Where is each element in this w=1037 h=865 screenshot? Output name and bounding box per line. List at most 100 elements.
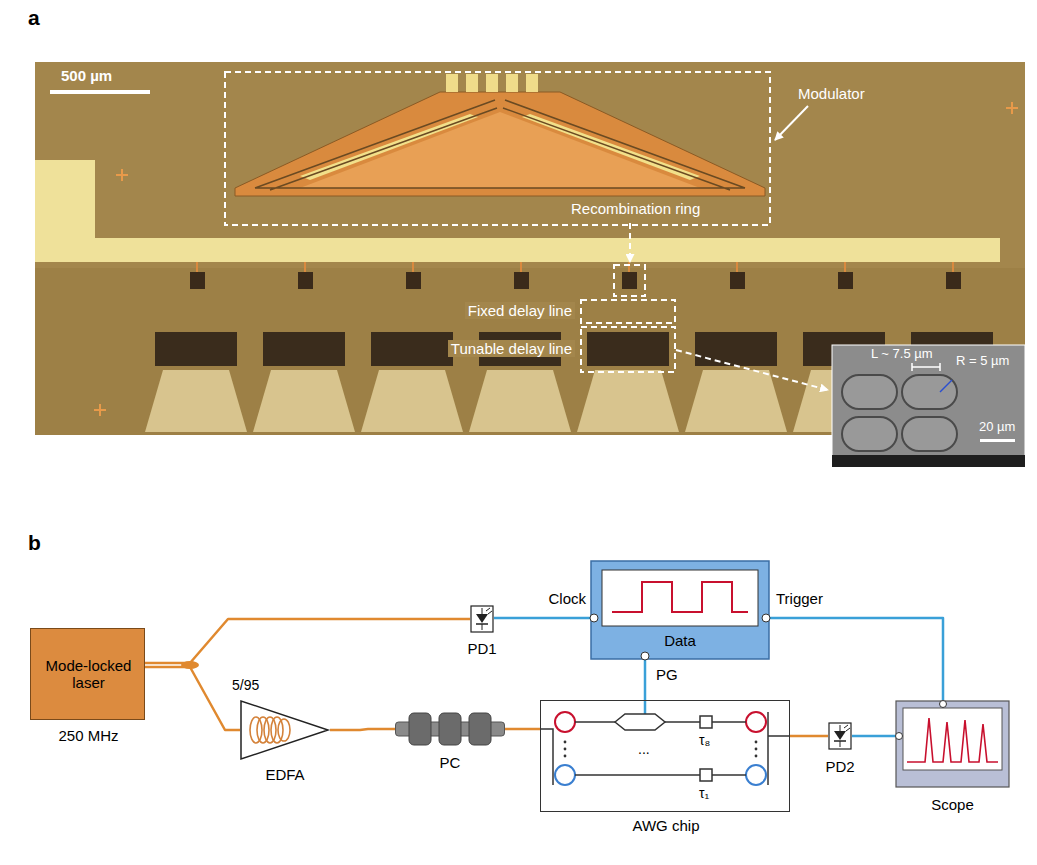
chip-circuit-part (540, 729, 553, 785)
device-units-part (838, 272, 853, 289)
pd-symbol-part (486, 608, 492, 614)
fiber-connector (145, 619, 470, 663)
callout-outlines (225, 72, 828, 390)
chip-circuit-part (746, 712, 766, 732)
chip-photo-part (506, 74, 518, 92)
scope-symbol-part (940, 701, 947, 708)
pd-symbol (470, 605, 494, 633)
tri-symbol-part (257, 717, 269, 743)
device-units-part (406, 272, 421, 289)
pd-symbol-part (840, 741, 841, 747)
device-label: Scope (895, 796, 1010, 813)
polarization-controller: PC (395, 712, 505, 746)
chip-circuit-part (755, 755, 758, 758)
pc-symbol-part (409, 713, 431, 745)
pd-symbol-part (482, 624, 483, 630)
scope-symbol-part (896, 733, 903, 740)
device-units-part (371, 332, 453, 366)
chip-circuit-part (755, 741, 758, 744)
pc-symbol (395, 712, 505, 746)
device-label: PC (395, 754, 505, 771)
device-units-part (695, 332, 777, 366)
callout-outlines-part (676, 350, 828, 390)
device-units-part (304, 262, 306, 272)
pc-symbol-part (469, 713, 491, 745)
scale-bar-part (50, 90, 150, 94)
device-label: PD2 (810, 758, 870, 775)
pg-symbol-part (602, 570, 758, 626)
callout-outlines-part (629, 223, 631, 262)
pg-symbol-part (591, 561, 769, 659)
sem-inset-part (842, 417, 897, 451)
sem-inset (832, 345, 1025, 467)
chip-photo-part (486, 74, 498, 92)
pd-symbol-part (844, 725, 850, 731)
signal-wire (494, 617, 590, 620)
sem-inset-part (940, 380, 952, 392)
device-units-part (730, 272, 745, 289)
device-label: Mode-locked laser (37, 657, 140, 692)
device-units-part (361, 370, 463, 432)
chip-photo-part (35, 268, 1025, 435)
chip-circuit-part (564, 741, 567, 744)
device-units-part (298, 272, 313, 289)
pd-symbol-part (840, 725, 841, 731)
oscilloscope: Scope (895, 700, 1010, 788)
callout-label: Fixed delay line (465, 302, 575, 319)
chip-photo-part (446, 74, 458, 92)
split-ratio: 5/95 (232, 677, 259, 693)
pd-symbol-part (476, 614, 488, 623)
fiber-connector (145, 667, 240, 730)
chip-circuit-part (564, 755, 567, 758)
dimension-label: L ~ 7.5 µm (868, 347, 936, 362)
scope-symbol (895, 700, 1010, 788)
photodiode: PD1 (470, 605, 494, 633)
sem-inset-part (832, 345, 1025, 467)
device-units-part (736, 262, 738, 272)
device-label: AWG chip (541, 817, 791, 834)
chip-circuit-part (768, 712, 790, 785)
device-units-part (190, 272, 205, 289)
chip-photo-part (35, 62, 1025, 435)
chip-circuit-part (700, 716, 712, 728)
chip-photo-part (466, 74, 478, 92)
chip-circuit-part (555, 712, 575, 732)
panel-letter: a (28, 6, 40, 30)
delay-label: τ₈ (699, 732, 710, 748)
signal-wire (770, 618, 943, 700)
chip-photo-part (255, 100, 745, 190)
delay-label: τ₁ (699, 785, 709, 801)
amplifier-triangle: EDFA (240, 700, 330, 760)
device-units-part (145, 370, 247, 432)
photodiode: PD2 (828, 722, 852, 750)
tri-symbol-part (278, 719, 290, 741)
panel-letter: b (28, 531, 41, 555)
sem-inset-part (902, 375, 957, 409)
pd-symbol (828, 722, 852, 750)
chip-photo-part (526, 74, 538, 92)
device-label: PG (656, 666, 696, 683)
callout-arrow (775, 106, 808, 140)
dimension-label: R = 5 µm (953, 354, 1012, 369)
signal-wire (852, 735, 895, 738)
sem-inset-part (912, 363, 940, 371)
chip-circuit-part (555, 765, 575, 785)
chip-circuit-part (564, 748, 567, 751)
chip-photo-part (235, 92, 765, 196)
laser-box: Mode-locked laser250 MHz (30, 628, 145, 720)
tri-symbol (240, 700, 330, 760)
device-units-part (514, 272, 529, 289)
device-units-part (412, 262, 414, 272)
chip-circuit (540, 700, 790, 785)
device-units-part (577, 370, 679, 432)
pd-symbol-part (834, 731, 846, 740)
frequency-label: 250 MHz (21, 727, 156, 744)
pg-symbol-part (612, 582, 748, 612)
port-label: Trigger (776, 590, 846, 607)
chip-circuit-part (700, 769, 712, 781)
chip-circuit-part (755, 748, 758, 751)
device-units-part (844, 262, 846, 272)
device-units (145, 262, 1003, 432)
